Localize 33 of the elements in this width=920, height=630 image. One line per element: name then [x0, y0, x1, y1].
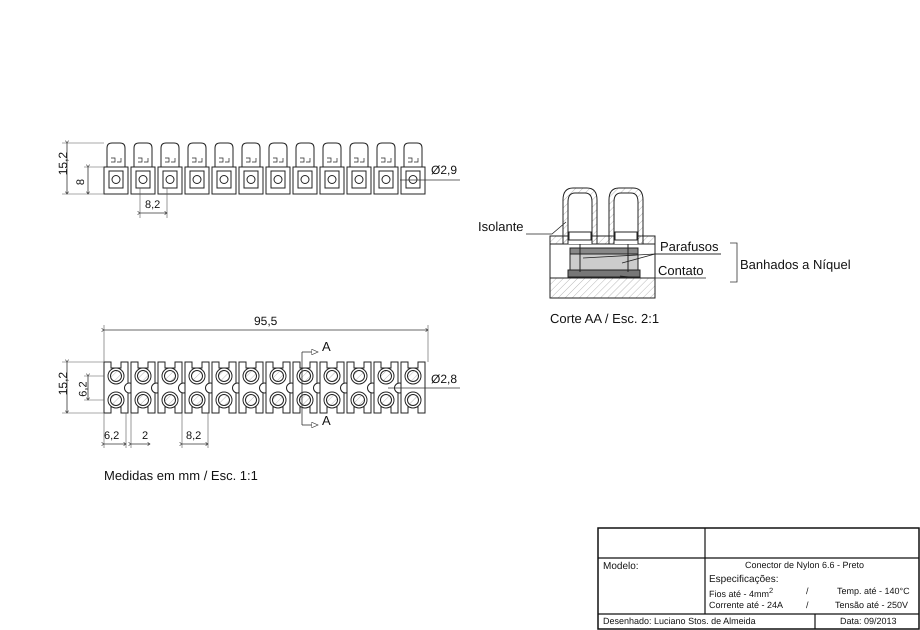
section-marker-letter: A: [322, 340, 331, 354]
group-label: Banhados a Níquel: [740, 258, 851, 272]
table-text: Tensão até - 250V: [835, 601, 908, 611]
dimension-label: 15,2: [57, 372, 70, 396]
dimension-label: 6,2: [104, 430, 120, 442]
dimension-label: 8,2: [145, 199, 160, 212]
dimension-label: Ø2,8: [431, 373, 458, 386]
section-marker-letter: A: [322, 414, 331, 428]
dimension-label: 2: [142, 430, 148, 442]
dimension-label: 15,2: [57, 152, 70, 176]
dimension-label: 6,2: [78, 381, 90, 397]
table-text: /: [806, 587, 809, 597]
table-text: /: [806, 601, 809, 611]
dimension-label: 8,2: [186, 430, 202, 442]
field-label: Modelo:: [603, 561, 639, 572]
leader-line: [526, 222, 566, 234]
part-label: Contato: [658, 264, 704, 278]
table-text: Conector de Nylon 6.6 - Preto: [745, 561, 864, 571]
dimension-label: 95,5: [254, 315, 278, 328]
leader-line: [620, 276, 706, 278]
dimension-label: 8: [75, 178, 88, 186]
view-caption: Corte AA / Esc. 2:1: [550, 312, 660, 326]
table-text: Fios até - 4mm$^{2}$: [709, 587, 774, 600]
table-text: Temp. até - 140°C: [837, 587, 910, 597]
table-text: Especificações:: [709, 574, 778, 585]
table-text: Corrente até - 24A: [709, 601, 784, 611]
leader-line: [622, 254, 722, 264]
table-text: Data: 09/2013: [840, 617, 897, 627]
note-text: Medidas em mm / Esc. 1:1: [104, 469, 258, 484]
part-label: Isolante: [478, 220, 524, 234]
dimension-label: Ø2,9: [431, 164, 458, 178]
table-text: Desenhado: Luciano Stos. de Almeida: [603, 617, 756, 627]
part-label: Parafusos: [660, 240, 719, 254]
